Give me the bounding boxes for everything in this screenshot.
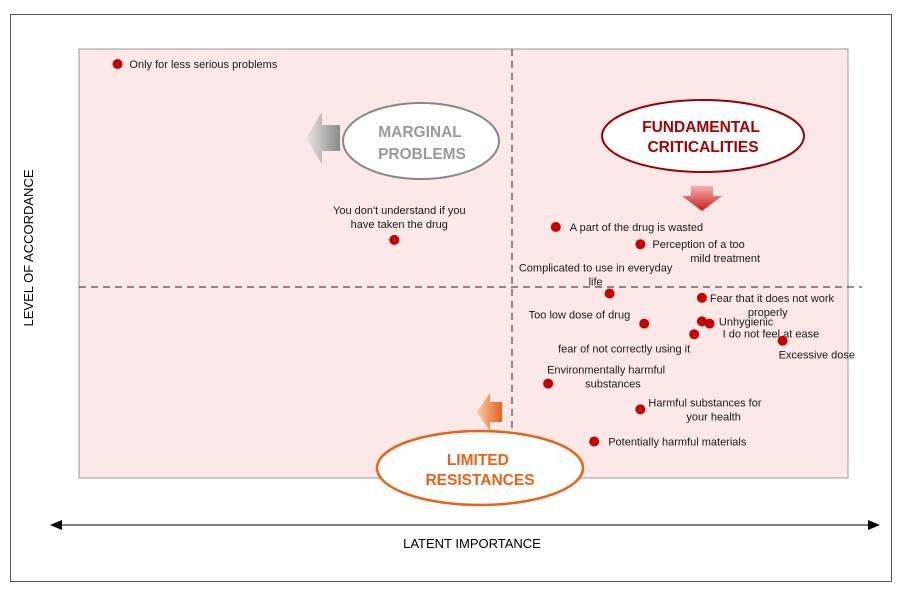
point-label: Potentially harmful materials — [608, 437, 747, 449]
point-label: A part of the drug is wasted — [570, 222, 703, 234]
data-point[interactable] — [112, 59, 123, 69]
marginal-arrow-icon — [306, 112, 340, 164]
data-point[interactable] — [550, 222, 561, 232]
data-point[interactable] — [635, 239, 646, 250]
data-point[interactable] — [777, 335, 788, 346]
data-point[interactable] — [389, 234, 400, 245]
x-axis-right-arrow-icon — [868, 520, 880, 530]
fundamental-ellipse — [601, 99, 805, 173]
x-axis-title: LATENT IMPORTANCE — [403, 536, 541, 551]
point-label: Excessive dose — [779, 350, 855, 362]
data-point[interactable] — [639, 318, 650, 329]
chart-frame — [10, 14, 892, 582]
point-label: Unhygienic — [719, 316, 774, 328]
data-point[interactable] — [689, 329, 700, 340]
point-label: I do not feel at ease — [723, 329, 820, 341]
limited-label: LIMITED RESISTANCES — [425, 452, 534, 489]
fundamental-arrow-icon — [682, 186, 722, 211]
data-point[interactable] — [635, 404, 646, 415]
point-label: fear of not correctly using it — [558, 343, 690, 355]
data-point[interactable] — [696, 292, 707, 303]
limited-arrow-icon — [477, 393, 502, 431]
limited-ellipse — [375, 429, 585, 507]
data-point[interactable] — [543, 378, 554, 389]
marginal-ellipse — [342, 102, 500, 180]
marginal-label: MARGINAL PROBLEMS — [378, 124, 466, 163]
fundamental-label: FUNDAMENTAL CRITICALITIES — [642, 119, 764, 156]
data-point[interactable] — [696, 316, 707, 327]
data-point[interactable] — [604, 288, 615, 299]
y-axis-title: LEVEL OF ACCORDANCE — [21, 169, 36, 326]
point-label: Only for less serious problems — [129, 59, 277, 71]
x-axis-left-arrow-icon — [50, 520, 62, 530]
data-point[interactable] — [704, 318, 715, 329]
data-point[interactable] — [589, 436, 600, 447]
point-label: Too low dose of drug — [529, 310, 631, 322]
